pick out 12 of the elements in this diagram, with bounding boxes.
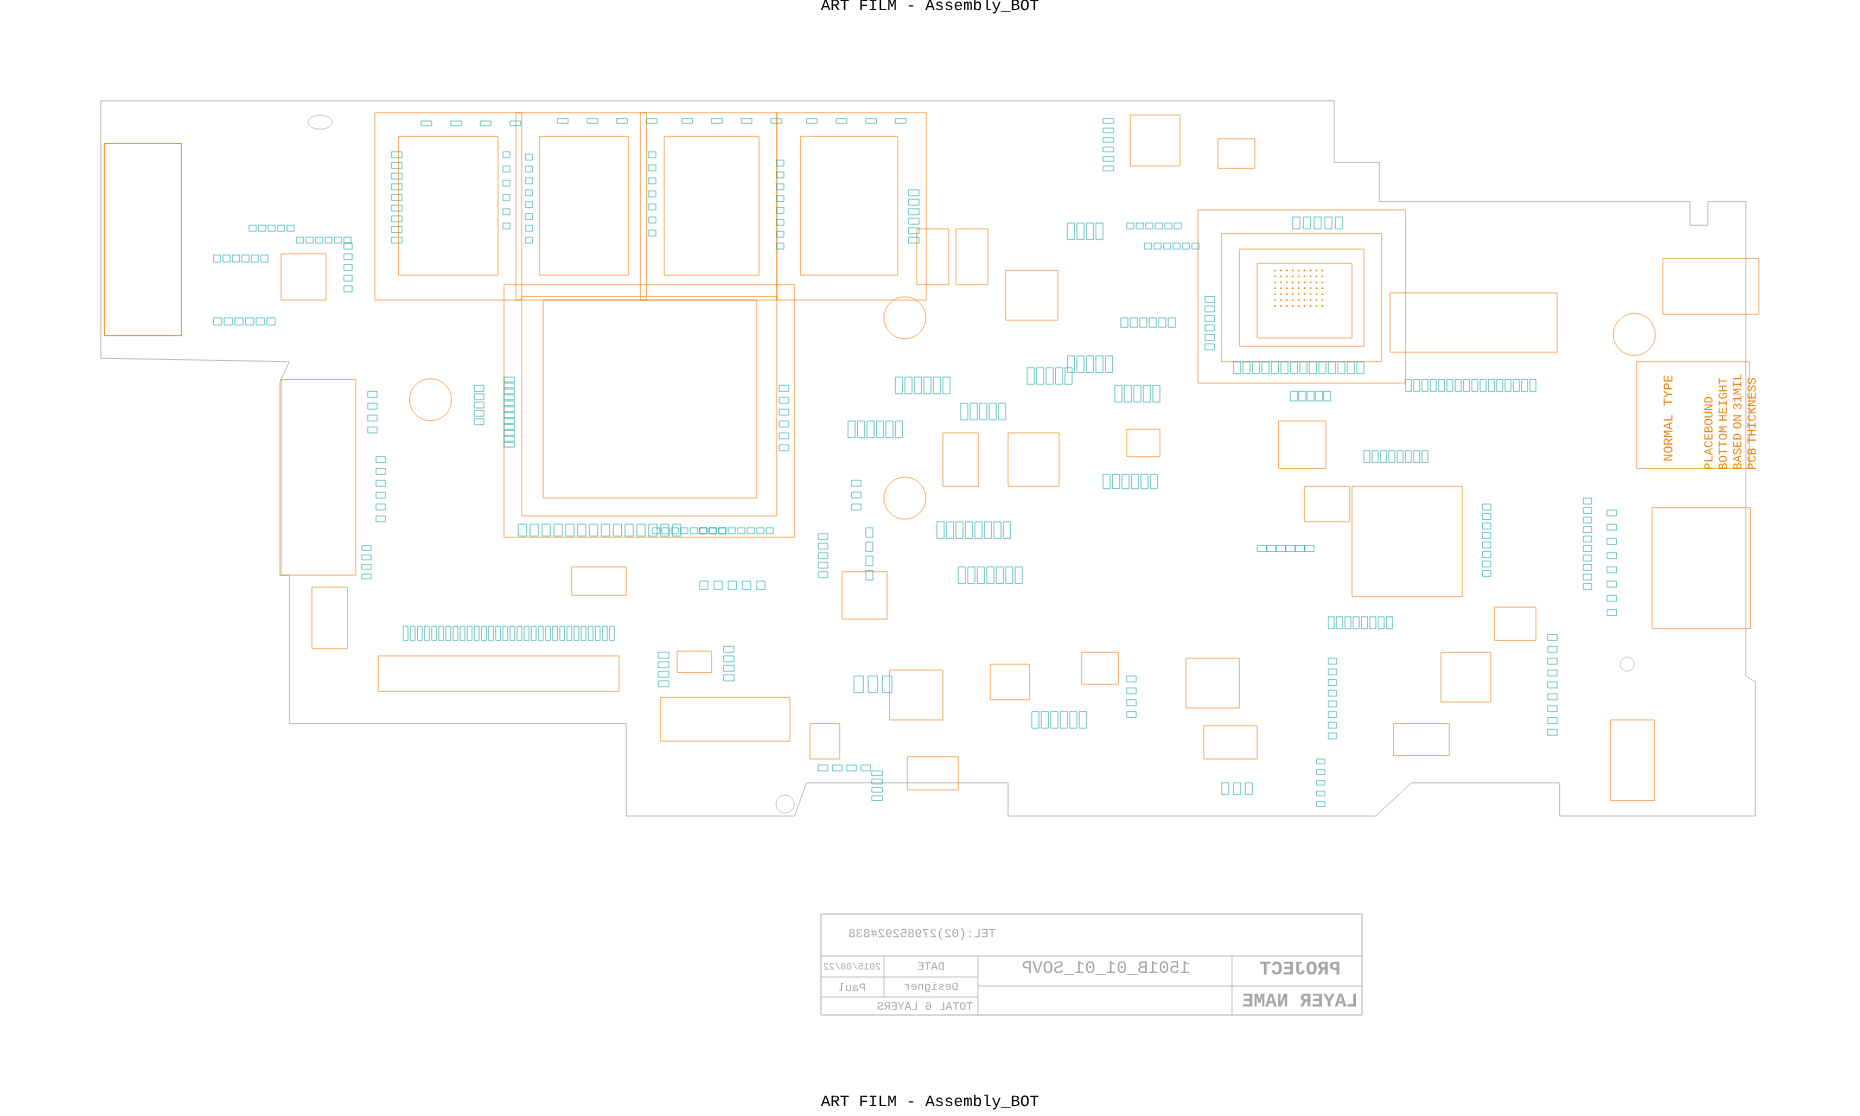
board-note: PLACEBOUND BOTTOM HEIGHT BASED ON 31MIL PCB THICKNESS — [1704, 374, 1756, 470]
field-label: LAYER NAME — [1242, 993, 1356, 1007]
project-name: 1501B_01_01_SOVP — [1022, 961, 1190, 975]
footer-title: ART FILM - Assembly_BOT — [820, 1094, 1039, 1110]
date-value: 2015/08/22 — [823, 962, 881, 970]
designer-name: Paul — [838, 982, 865, 992]
board-note: NORMAL TYPE — [1663, 375, 1673, 461]
layer-count: TOTAL 6 LAYERS — [877, 1002, 973, 1010]
field-label: PROJECT — [1260, 961, 1340, 975]
field-label: Designer — [904, 981, 958, 993]
phone-number: TEL:(02)27985292#838 — [849, 928, 996, 940]
field-label: DATE — [917, 962, 944, 970]
